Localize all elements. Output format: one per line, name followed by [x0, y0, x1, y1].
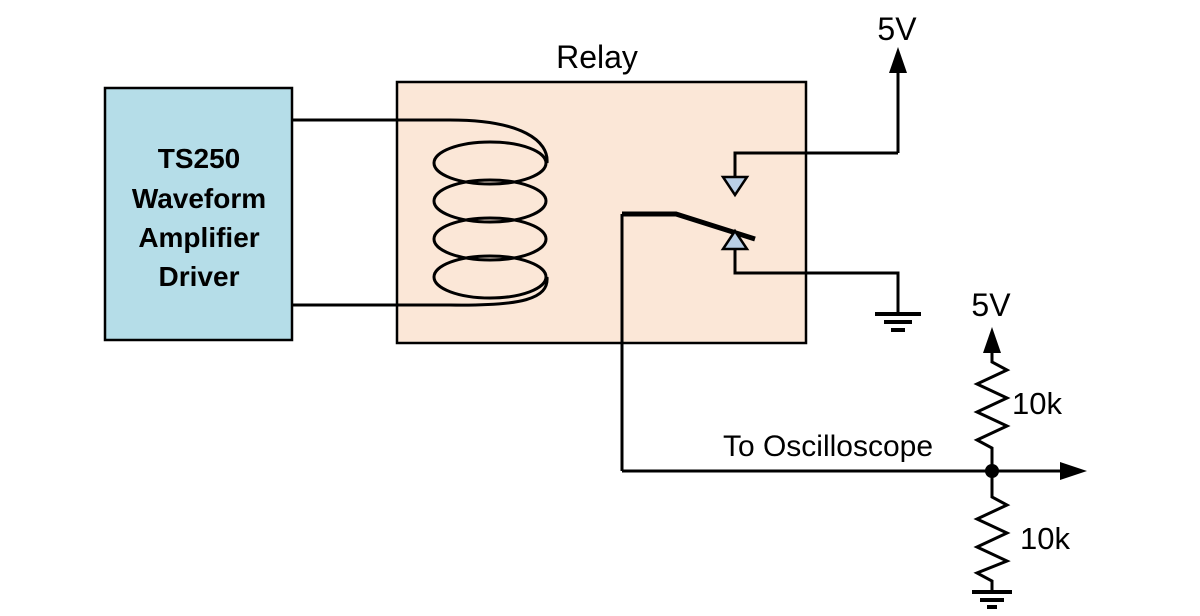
output-net: To Oscilloscope: [622, 430, 1087, 480]
arrow-right-output-icon: [1060, 462, 1087, 480]
resistor-bottom: [973, 471, 1011, 591]
relay-switch: [620, 151, 900, 471]
relay-box: [395, 80, 808, 345]
coil-lead-bottom: [291, 276, 549, 307]
voltage-divider: 5V 10k 10k: [971, 287, 1070, 609]
wire-top-contact: [733, 151, 898, 177]
coil-turn: [432, 140, 548, 186]
coil-turn: [432, 254, 548, 300]
relay-label: Relay: [556, 39, 638, 75]
driver-block: TS250 Waveform Amplifier Driver: [103, 86, 294, 342]
driver-box-label-line3: Amplifier: [138, 222, 259, 253]
resistor-top-label: 10k: [1012, 386, 1062, 421]
driver-box-label-line4: Driver: [159, 261, 240, 292]
driver-box-label-line2: Waveform: [132, 183, 266, 214]
ground-symbol-divider: [972, 590, 1012, 609]
switch-arm: [622, 211, 756, 242]
resistor-bottom-label: 10k: [1020, 521, 1070, 556]
relay-coil: [291, 118, 549, 307]
driver-box-label-line1: TS250: [158, 143, 241, 174]
driver-box: [103, 86, 294, 342]
supply-top-label: 5V: [877, 11, 917, 47]
contact-top-triangle: [720, 175, 750, 198]
arrow-up-5v-top-icon: [889, 47, 907, 73]
ground-symbol-relay: [875, 312, 921, 332]
supply-divider-label: 5V: [971, 287, 1011, 323]
coil-lead-top: [291, 118, 549, 164]
output-label: To Oscilloscope: [723, 430, 933, 463]
resistor-top: [973, 350, 1011, 465]
arrow-up-5v-divider-icon: [983, 327, 1001, 353]
relay-block: Relay: [291, 39, 900, 471]
coil-turn: [432, 178, 548, 224]
supply-top: 5V: [877, 11, 917, 153]
wire-bottom-contact: [733, 249, 900, 312]
coil-turn: [432, 216, 548, 262]
